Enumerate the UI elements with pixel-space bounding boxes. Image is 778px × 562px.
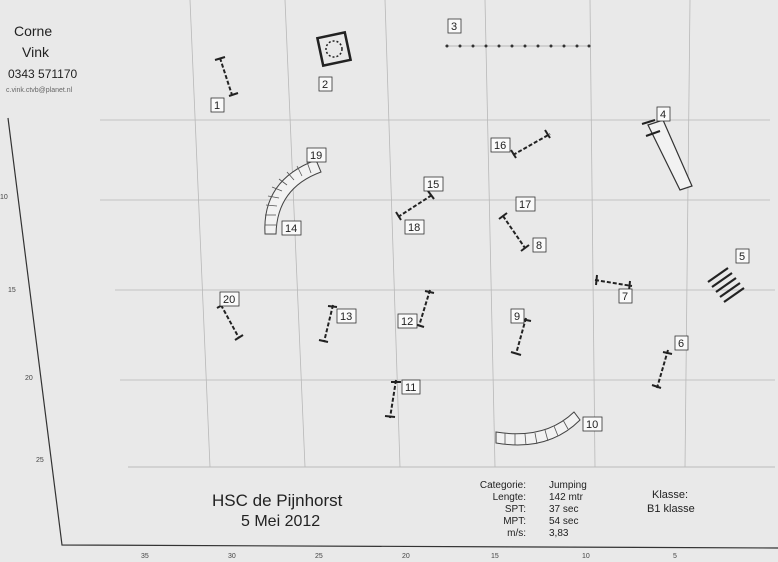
label-2: 2 (318, 76, 333, 92)
svg-text:3: 3 (451, 21, 457, 33)
obstacle-labels: 1 2 3 4 5 6 7 8 9 10 11 12 13 14 15 16 1… (210, 18, 750, 432)
designer-email: c.vink.ctvb@planet.nl (6, 87, 73, 94)
label-14: 14 (281, 220, 302, 236)
svg-text:7: 7 (622, 291, 628, 303)
left-axis-ticks: 10 15 20 25 (0, 194, 44, 464)
info-value-length: 142 mtr (549, 492, 583, 503)
svg-text:5: 5 (739, 251, 745, 263)
obstacle-8 (498, 212, 530, 252)
svg-text:10: 10 (586, 419, 598, 431)
label-1: 1 (210, 97, 225, 113)
obstacle-6 (651, 349, 673, 389)
svg-text:9: 9 (514, 311, 520, 323)
klasse-value: B1 klasse (647, 503, 695, 515)
obstacle-3 (445, 44, 591, 48)
obstacle-14-19 (264, 159, 322, 235)
svg-text:4: 4 (660, 109, 666, 121)
label-8: 8 (532, 237, 547, 253)
obstacle-16 (510, 129, 551, 159)
info-value-category: Jumping (549, 480, 587, 491)
info-key-spt: SPT: (504, 504, 526, 515)
info-value-spt: 37 sec (549, 504, 579, 515)
label-3: 3 (447, 18, 462, 34)
label-20: 20 (219, 291, 240, 307)
obstacle-11 (384, 379, 401, 419)
svg-text:20: 20 (25, 375, 33, 382)
sheet-border (7, 117, 778, 549)
obstacle-9 (510, 317, 532, 356)
info-key-mpt: MPT: (503, 516, 526, 527)
svg-text:10: 10 (0, 194, 8, 201)
label-19: 19 (306, 147, 327, 163)
svg-text:12: 12 (401, 316, 413, 328)
obstacle-15-18 (395, 190, 435, 221)
svg-text:17: 17 (519, 199, 531, 211)
svg-text:10: 10 (582, 553, 590, 560)
label-15: 15 (423, 176, 444, 192)
svg-text:35: 35 (141, 553, 149, 560)
svg-text:15: 15 (491, 553, 499, 560)
svg-text:6: 6 (678, 338, 684, 350)
info-key-speed: m/s: (507, 528, 526, 539)
svg-text:20: 20 (402, 553, 410, 560)
obstacle-10 (495, 411, 581, 446)
obstacle-2 (315, 30, 353, 68)
svg-text:20: 20 (223, 294, 235, 306)
designer-surname: Vink (22, 44, 49, 60)
info-value-mpt: 54 sec (549, 516, 579, 527)
svg-text:11: 11 (405, 382, 416, 394)
label-12: 12 (397, 313, 418, 329)
svg-text:25: 25 (36, 457, 44, 464)
svg-text:18: 18 (408, 222, 420, 234)
obstacle-5 (707, 267, 745, 303)
label-5: 5 (735, 248, 750, 264)
show-date: 5 Mei 2012 (241, 513, 321, 530)
label-16: 16 (490, 137, 511, 153)
obstacle-13 (318, 304, 338, 343)
svg-text:15: 15 (427, 179, 439, 191)
label-11: 11 (401, 379, 421, 395)
show-title: HSC de Pijnhorst (212, 491, 343, 510)
info-key-length: Lengte: (492, 492, 526, 503)
svg-text:25: 25 (315, 553, 323, 560)
info-value-speed: 3,83 (549, 528, 569, 539)
svg-text:30: 30 (228, 553, 236, 560)
info-key-category: Categorie: (479, 480, 526, 491)
label-7: 7 (618, 288, 633, 304)
obstacle-1 (214, 56, 239, 97)
svg-text:16: 16 (494, 140, 506, 152)
designer-phone: 0343 571170 (8, 67, 78, 81)
label-10: 10 (582, 416, 603, 432)
bottom-axis-ticks: 35 30 25 20 15 10 5 (141, 553, 677, 560)
label-13: 13 (336, 308, 357, 324)
svg-text:19: 19 (310, 150, 322, 162)
klasse-label: Klasse: (652, 489, 689, 501)
label-17: 17 (515, 196, 536, 212)
svg-text:2: 2 (322, 79, 328, 91)
obstacle-20 (216, 302, 244, 341)
designer-name: Corne (14, 23, 53, 39)
svg-text:8: 8 (536, 240, 542, 252)
svg-text:14: 14 (285, 223, 297, 235)
svg-text:1: 1 (214, 100, 220, 112)
arena-grid (100, 0, 775, 468)
svg-text:15: 15 (8, 287, 16, 294)
label-4: 4 (656, 106, 671, 122)
obstacle-4 (641, 119, 693, 191)
svg-text:13: 13 (340, 311, 352, 323)
label-9: 9 (510, 308, 525, 324)
svg-text:5: 5 (673, 553, 677, 560)
label-6: 6 (674, 335, 689, 351)
label-18: 18 (404, 219, 425, 235)
